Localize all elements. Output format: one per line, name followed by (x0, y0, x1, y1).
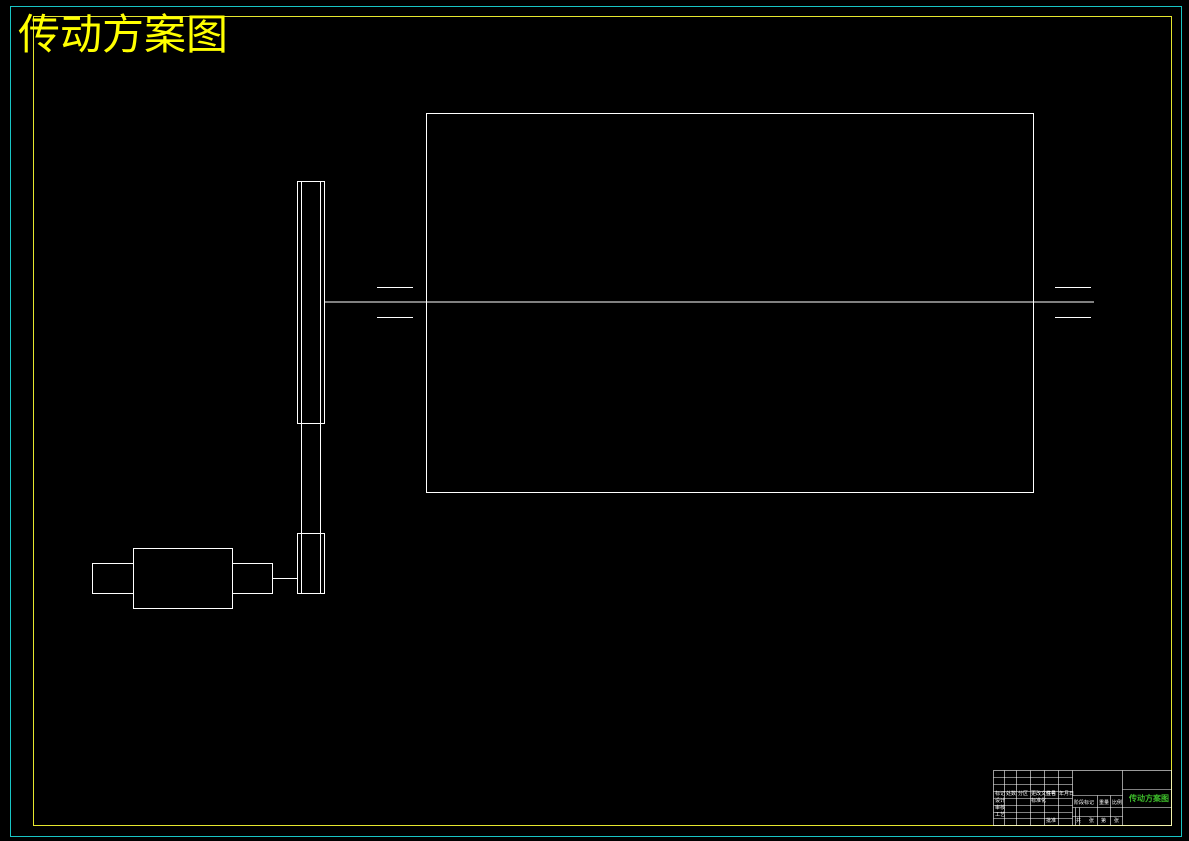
tb-label-mark: 标记 (995, 791, 1006, 797)
right-bearing (1055, 287, 1091, 318)
tb-label-stage-mark: 阶段标记 (1074, 800, 1095, 806)
tb-label-process: 工艺 (995, 812, 1006, 818)
tb-label-date: 年月日 (1059, 791, 1075, 797)
left-bearing (377, 287, 413, 318)
belt (301, 423, 321, 534)
outer-border (10, 6, 1182, 837)
drawing-title: 传动方案图 (18, 10, 229, 59)
inner-border (33, 16, 1172, 826)
tb-label-zone: 分区 (1018, 791, 1029, 797)
titleblock-drawing-name: 传动方案图 (1129, 794, 1169, 803)
tb-label-total: 共 (1076, 818, 1082, 824)
tb-label-signature: 签名 (1046, 791, 1057, 797)
tb-label-sheet-no: 第 (1101, 818, 1107, 824)
small-pulley (297, 533, 325, 594)
tb-label-scale: 比例 (1112, 800, 1123, 806)
drum-body (426, 113, 1034, 493)
title-block (993, 770, 1172, 826)
tb-label-sheets-b: 张 (1114, 818, 1120, 824)
tb-label-standardization: 标准化 (1031, 798, 1047, 804)
large-pulley (297, 181, 325, 424)
tb-label-change-doc: 更改文件号 (1031, 791, 1057, 797)
tb-label-weight: 重量 (1099, 800, 1110, 806)
motor (92, 548, 298, 609)
tb-label-count: 处数 (1006, 791, 1017, 797)
tb-label-design: 设计 (995, 798, 1006, 804)
tb-label-review: 审核 (995, 805, 1006, 811)
tb-label-approve: 批准 (1046, 818, 1057, 824)
tb-label-sheets-a: 张 (1089, 818, 1095, 824)
